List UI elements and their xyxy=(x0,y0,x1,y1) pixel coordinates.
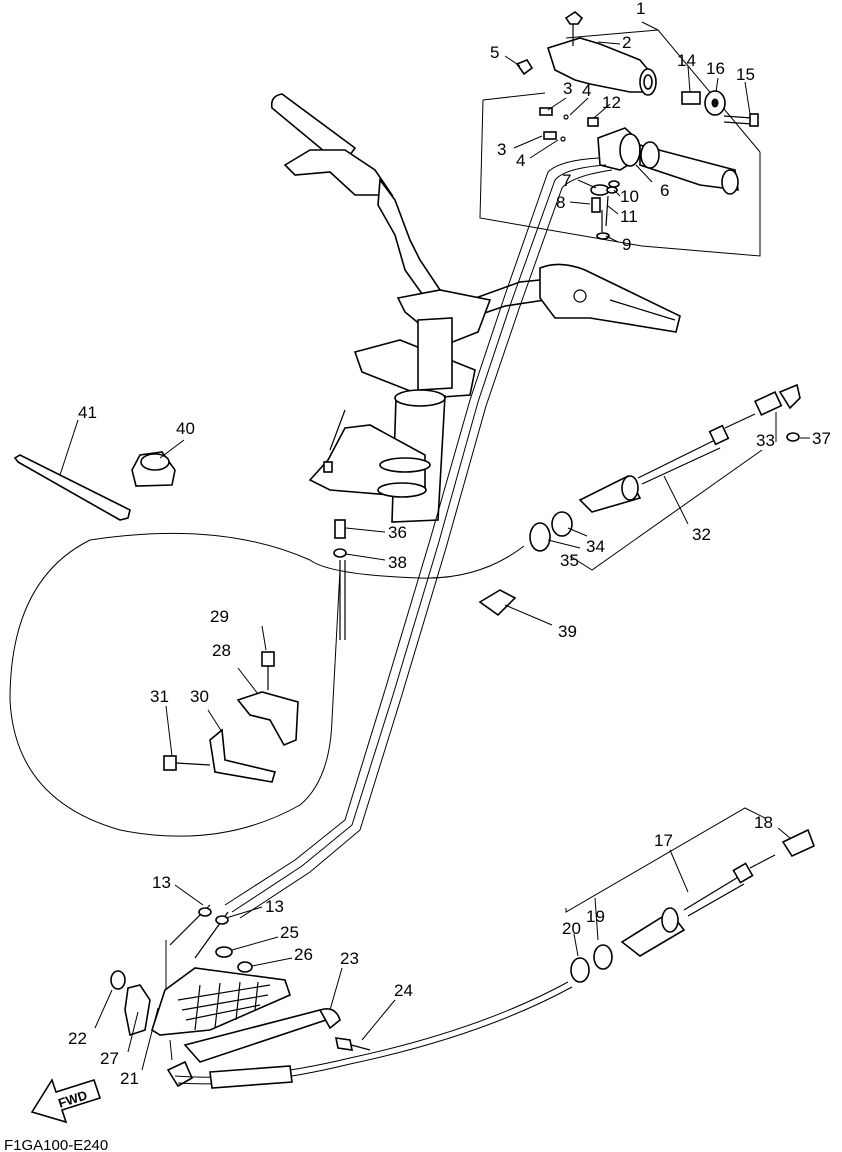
callout-3: 3 xyxy=(563,79,572,98)
throttle-cables xyxy=(224,157,613,919)
pad xyxy=(478,589,517,617)
callout-35: 35 xyxy=(560,551,579,570)
drawing-code: F1GA100-E240 xyxy=(4,1137,108,1152)
callout-13: 13 xyxy=(152,873,171,892)
callout-13: 13 xyxy=(265,897,284,916)
callout-40: 40 xyxy=(176,419,195,438)
callout-3: 3 xyxy=(497,140,506,159)
callout-25: 25 xyxy=(280,923,299,942)
callout-18: 18 xyxy=(754,813,773,832)
trim-cable xyxy=(9,383,801,837)
callout-19: 19 xyxy=(586,907,605,926)
callout-11: 11 xyxy=(620,207,638,226)
callout-1: 1 xyxy=(636,0,645,18)
callout-6: 6 xyxy=(660,181,669,200)
callout-9: 9 xyxy=(622,235,631,254)
handlebar-assembly xyxy=(270,93,681,523)
callout-38: 38 xyxy=(388,553,407,572)
callout-28: 28 xyxy=(212,641,231,660)
callout-36: 36 xyxy=(388,523,407,542)
collar-bolt-set xyxy=(681,90,759,127)
callout-20: 20 xyxy=(562,919,581,938)
leader-lines xyxy=(59,41,810,1071)
callout-16: 16 xyxy=(706,59,725,78)
throttle-assembly-frame xyxy=(479,21,761,257)
callout-21: 21 xyxy=(120,1069,139,1088)
callout-labels: 1 2 3 3 4 4 5 6 7 8 9 10 11 12 13 13 14 … xyxy=(68,0,831,1088)
callout-24: 24 xyxy=(394,981,413,1000)
callout-23: 23 xyxy=(340,949,359,968)
callout-10: 10 xyxy=(620,187,639,206)
callout-29: 29 xyxy=(210,607,229,626)
callout-17: 17 xyxy=(654,831,673,850)
callout-8: 8 xyxy=(556,193,565,212)
callout-5: 5 xyxy=(490,43,499,62)
callout-37: 37 xyxy=(812,429,831,448)
shift-cable xyxy=(174,828,816,1089)
callout-12: 12 xyxy=(602,93,621,112)
throttle-body xyxy=(539,107,739,240)
callout-34: 34 xyxy=(586,537,605,556)
callout-15: 15 xyxy=(736,65,755,84)
callout-14: 14 xyxy=(677,51,696,70)
throttle-grip-housing xyxy=(515,10,657,96)
clip-and-tie xyxy=(13,451,176,521)
callout-4: 4 xyxy=(582,81,591,100)
callout-22: 22 xyxy=(68,1029,87,1048)
callout-32: 32 xyxy=(692,525,711,544)
forward-arrow: FWD xyxy=(30,1078,102,1124)
callout-26: 26 xyxy=(294,945,313,964)
callout-31: 31 xyxy=(150,687,169,706)
callout-41: 41 xyxy=(78,403,97,422)
callout-2: 2 xyxy=(622,33,631,52)
callout-4: 4 xyxy=(516,151,525,170)
callout-33: 33 xyxy=(756,431,775,450)
callout-27: 27 xyxy=(100,1049,119,1068)
throttle-lever-assembly xyxy=(110,904,371,1088)
callout-7: 7 xyxy=(562,171,571,190)
callout-30: 30 xyxy=(190,687,209,706)
cable-bracket xyxy=(163,651,299,783)
callout-39: 39 xyxy=(558,622,577,641)
